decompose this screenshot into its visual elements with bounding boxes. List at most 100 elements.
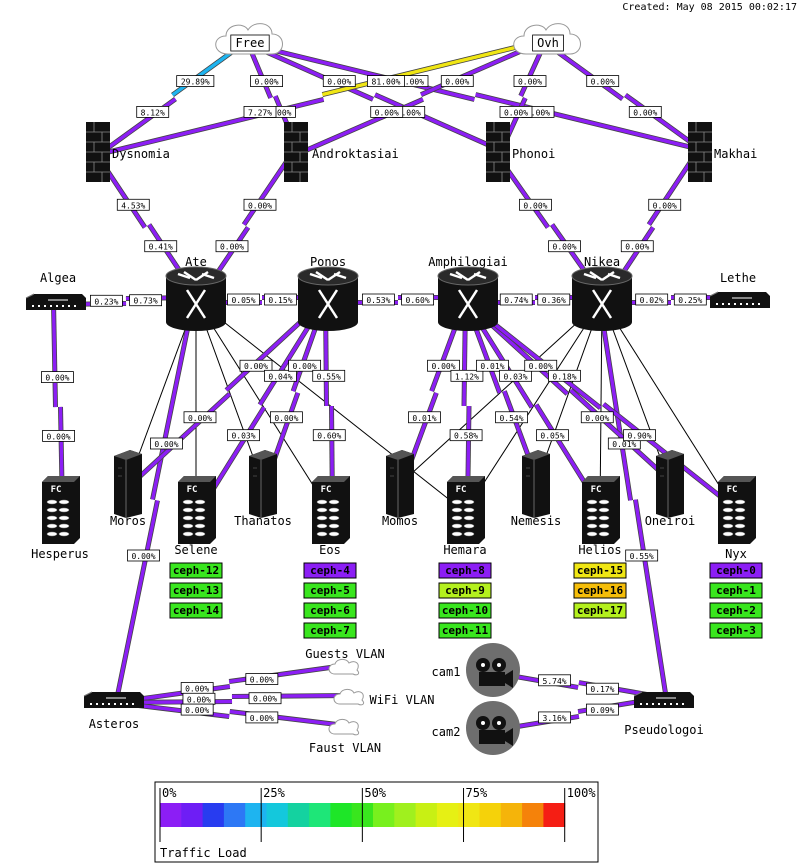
svg-text:0.00%: 0.00% xyxy=(47,432,71,441)
router-icon-amphilogiai[interactable] xyxy=(436,265,500,333)
router-icon-nikea[interactable] xyxy=(570,265,634,333)
svg-text:ceph-2: ceph-2 xyxy=(716,604,756,617)
server-label-thanatos: Thanatos xyxy=(234,514,292,528)
legend-swatch xyxy=(202,803,225,827)
link-pct-label: 0.15% xyxy=(264,293,297,306)
server-icon-thanatos[interactable] xyxy=(248,449,278,519)
link-free-phonoi-b[interactable] xyxy=(374,93,500,152)
svg-text:ceph-12: ceph-12 xyxy=(173,564,219,577)
ceph-badge-ceph-7[interactable]: ceph-7 xyxy=(303,622,357,639)
ceph-badge-ceph-0[interactable]: ceph-0 xyxy=(709,562,763,579)
link-amphilogiai-oneiroi-b[interactable] xyxy=(569,388,673,484)
legend-swatch xyxy=(266,803,289,827)
link-pct-label: 0.04% xyxy=(264,369,297,382)
link-pct-label: 0.74% xyxy=(499,293,533,306)
firewall-icon-dysnomia[interactable] xyxy=(85,121,111,183)
legend-swatch xyxy=(160,803,182,827)
svg-text:0.05%: 0.05% xyxy=(231,296,255,305)
svg-text:ceph-16: ceph-16 xyxy=(577,584,624,597)
link-nikea-pseudologoi-b[interactable] xyxy=(633,499,669,700)
svg-text:0.00%: 0.00% xyxy=(255,78,279,87)
ceph-badge-ceph-6[interactable]: ceph-6 xyxy=(303,602,357,619)
link-pct-label: 0.00% xyxy=(245,711,279,724)
firewall-icon-makhai[interactable] xyxy=(687,121,713,183)
ceph-badge-ceph-5[interactable]: ceph-5 xyxy=(303,582,357,599)
thin-link-ate-eos xyxy=(195,299,331,513)
ceph-badge-ceph-1[interactable]: ceph-1 xyxy=(709,582,763,599)
cloud-label-free: Free xyxy=(236,36,265,50)
router-label-ate: Ate xyxy=(185,255,207,269)
ceph-badge-ceph-8[interactable]: ceph-8 xyxy=(438,562,492,579)
svg-text:0.01%: 0.01% xyxy=(412,414,436,423)
server-icon-momos[interactable] xyxy=(385,449,415,519)
router-label-amphilogiai: Amphilogiai xyxy=(428,255,507,269)
svg-text:ceph-3: ceph-3 xyxy=(716,624,756,637)
legend-swatch xyxy=(394,803,417,827)
link-algea-hesperus-a[interactable] xyxy=(51,302,58,408)
link-pct-label: 0.00% xyxy=(628,106,662,118)
firewall-icon-androktasiai[interactable] xyxy=(283,121,309,183)
server-icon-nemesis[interactable] xyxy=(521,449,551,519)
link-ate-asteros-b[interactable] xyxy=(114,500,160,701)
svg-text:ceph-13: ceph-13 xyxy=(173,584,219,597)
legend-swatch xyxy=(287,803,310,827)
svg-text:0.00%: 0.00% xyxy=(431,362,455,371)
switch-icon-pseudologoi[interactable] xyxy=(633,691,695,709)
svg-text:0.00%: 0.00% xyxy=(185,684,209,693)
link-pct-label: 0.00% xyxy=(215,240,249,253)
svg-text:81.00%: 81.00% xyxy=(372,78,401,87)
ceph-badge-ceph-2[interactable]: ceph-2 xyxy=(709,602,763,619)
vlan-cloud-icon-wifi[interactable] xyxy=(333,688,365,706)
switch-icon-asteros[interactable] xyxy=(83,691,145,709)
camera-icon-cam2[interactable] xyxy=(466,701,520,755)
svg-text:1.12%: 1.12% xyxy=(455,372,479,381)
link-free-makhai-b[interactable] xyxy=(475,92,701,152)
switch-icon-lethe[interactable] xyxy=(709,291,771,309)
router-label-nikea: Nikea xyxy=(584,255,620,269)
svg-text:0.00%: 0.00% xyxy=(523,201,547,210)
router-icon-ponos[interactable] xyxy=(296,265,360,333)
ceph-badge-ceph-17[interactable]: ceph-17 xyxy=(573,602,627,619)
svg-text:0.00%: 0.00% xyxy=(518,78,542,87)
router-icon-ate[interactable] xyxy=(164,265,228,333)
svg-text:0.00%: 0.00% xyxy=(526,108,550,117)
switch-icon-algea[interactable] xyxy=(25,293,87,311)
vlan-cloud-icon-guests[interactable] xyxy=(328,658,360,676)
fc-tag: FC xyxy=(591,485,602,495)
server-icon-moros[interactable] xyxy=(113,449,143,519)
storage-label-nyx: Nyx xyxy=(725,547,747,561)
svg-text:0.00%: 0.00% xyxy=(45,374,69,383)
server-icon-oneiroi[interactable] xyxy=(655,449,685,519)
svg-text:0.00%: 0.00% xyxy=(400,78,424,87)
link-ate-asteros-a[interactable] xyxy=(150,299,196,500)
ceph-badge-ceph-15[interactable]: ceph-15 xyxy=(573,562,627,579)
svg-text:ceph-8: ceph-8 xyxy=(445,564,485,577)
ceph-badge-ceph-12[interactable]: ceph-12 xyxy=(169,562,223,579)
legend-swatch xyxy=(543,803,566,827)
camera-icon-cam1[interactable] xyxy=(466,643,520,697)
firewall-icon-phonoi[interactable] xyxy=(485,121,511,183)
svg-text:0.60%: 0.60% xyxy=(406,296,430,305)
svg-text:0.90%: 0.90% xyxy=(627,432,651,441)
link-ovh-dysnomia-a[interactable] xyxy=(322,37,548,97)
ceph-badge-ceph-16[interactable]: ceph-16 xyxy=(573,582,627,599)
link-free-makhai-a[interactable] xyxy=(249,42,475,102)
ceph-badge-ceph-14[interactable]: ceph-14 xyxy=(169,602,223,619)
ceph-badge-ceph-11[interactable]: ceph-11 xyxy=(438,622,492,639)
svg-text:0.00%: 0.00% xyxy=(244,362,268,371)
ceph-badge-ceph-3[interactable]: ceph-3 xyxy=(709,622,763,639)
ceph-badge-ceph-4[interactable]: ceph-4 xyxy=(303,562,357,579)
link-pct-label: 29.89% xyxy=(176,75,215,87)
fc-tag: FC xyxy=(321,485,332,495)
legend-tick-label: 50% xyxy=(364,786,386,800)
link-pct-label: 0.00% xyxy=(269,411,303,424)
ceph-badge-ceph-10[interactable]: ceph-10 xyxy=(438,602,492,619)
svg-text:0.58%: 0.58% xyxy=(454,432,478,441)
ceph-badge-ceph-13[interactable]: ceph-13 xyxy=(169,582,223,599)
ceph-badge-ceph-9[interactable]: ceph-9 xyxy=(438,582,492,599)
link-pct-label: 0.00% xyxy=(42,429,75,442)
link-pct-label: 0.00% xyxy=(239,359,273,372)
link-nikea-pseudologoi-a[interactable] xyxy=(597,300,633,501)
vlan-label-guests: Guests VLAN xyxy=(305,647,384,661)
